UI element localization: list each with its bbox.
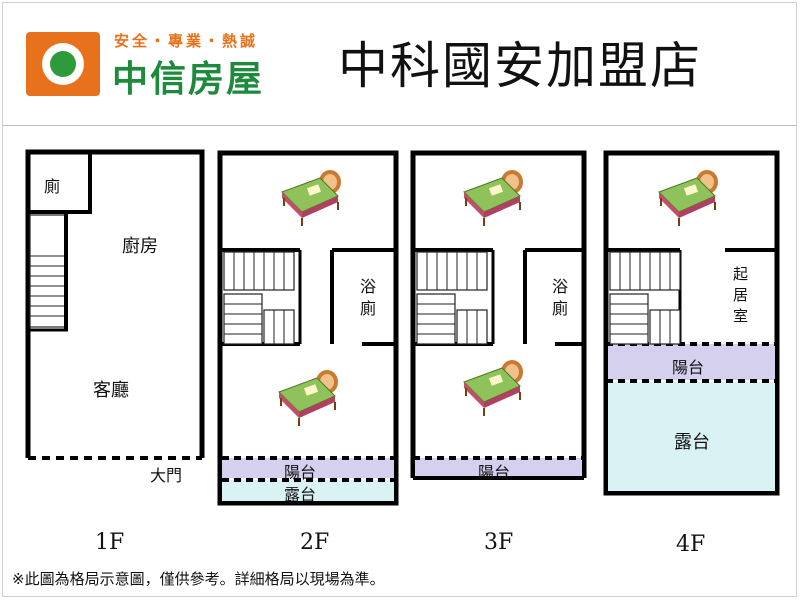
room-bath-2f: 浴廁 xyxy=(357,278,376,322)
room-bath-3f: 浴廁 xyxy=(549,278,568,322)
brand-name: 中信房屋 xyxy=(112,59,265,100)
floor-3f-plan xyxy=(410,150,587,480)
floor-label-2f: 2F xyxy=(300,530,330,555)
staircase-icon xyxy=(28,212,68,332)
floor-4f-plan xyxy=(603,150,780,496)
terrace-2f: 露台 xyxy=(284,485,317,504)
store-name: 中科國安加盟店 xyxy=(338,37,702,95)
balcony-4f: 陽台 xyxy=(672,358,705,377)
floor-label-1f: 1F xyxy=(95,530,125,555)
floor-2f-plan xyxy=(217,150,399,506)
room-family-4f: 起居室 xyxy=(731,266,749,329)
main-door-1f: 大門 xyxy=(150,466,183,485)
floor-1f-plan xyxy=(25,149,205,460)
brand-slogan: 安全・專業・熱誠 xyxy=(114,32,259,50)
disclaimer-note: ※此圖為格局示意圖，僅供參考。詳細格局以現場為準。 xyxy=(12,570,385,588)
balcony-2f: 陽台 xyxy=(284,463,317,482)
floor-label-3f: 3F xyxy=(484,530,514,555)
header-divider xyxy=(3,125,797,126)
room-living-1f: 客廳 xyxy=(93,380,129,401)
room-toilet-1f: 廁 xyxy=(44,177,61,196)
balcony-3f: 陽台 xyxy=(478,463,511,482)
terrace-4f: 露台 xyxy=(674,432,710,453)
floor-label-4f: 4F xyxy=(676,532,706,557)
room-kitchen-1f: 廚房 xyxy=(122,236,158,257)
brand-logo: 安全・專業・熱誠 中信房屋 xyxy=(14,26,314,100)
globe-logo-icon xyxy=(26,32,100,96)
